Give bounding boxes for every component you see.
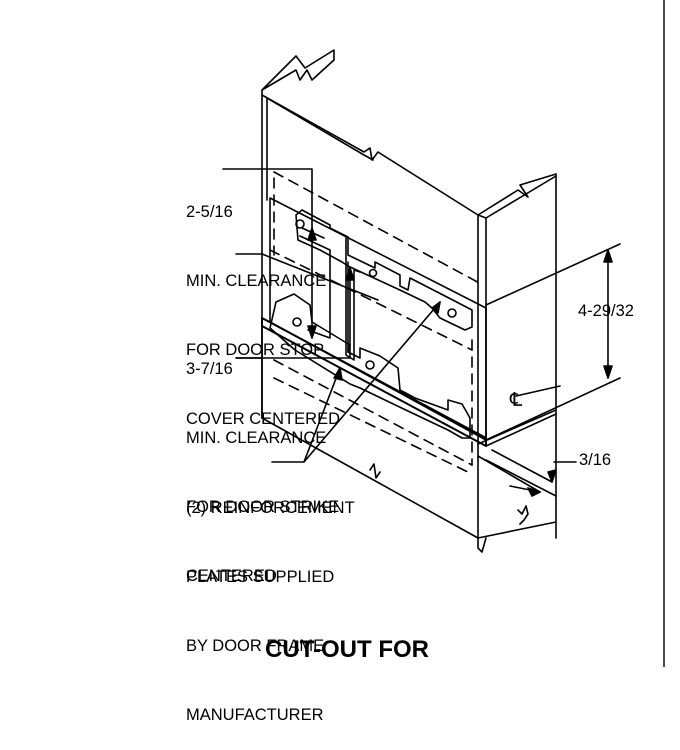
strike-clearance-line: MIN. CLEARANCE: [186, 429, 327, 447]
thickness-dimension: 3/16: [579, 451, 612, 469]
strike-clearance-line: FOR DOOR STRIKE: [186, 498, 340, 516]
stop-clearance-bracket: [299, 235, 331, 339]
reinforcement-line: PLATES SUPPLIED: [186, 568, 335, 586]
height-dimension: 4-29/32: [578, 302, 634, 320]
strike-clearance-line: 3-7/16: [186, 360, 233, 378]
thickness-dim-line: [477, 449, 553, 493]
frame-cutout-drawing: [222, 0, 665, 667]
stop-clearance-line: 2-5/16: [186, 203, 233, 221]
stop-clearance-line: FOR DOOR STOP: [186, 341, 325, 359]
reinforcement-line: (2) REINFORCEMENT: [186, 499, 355, 517]
strike-clearance-label: 3-7/16 MIN. CLEARANCE FOR DOOR STRIKE CE…: [186, 312, 339, 611]
centerline-symbol: ℄: [510, 390, 523, 411]
leader-stop: [222, 168, 313, 339]
reinforcement-line: MANUFACTURER: [186, 706, 324, 724]
height-dim-line: [485, 243, 621, 441]
drawing-title: CUT-OUT FOR: [265, 636, 429, 663]
reinforcement-line: BY DOOR FRAME: [186, 637, 325, 655]
strike-clearance-line: CENTERED: [186, 567, 277, 585]
leader-reinforcement: [271, 301, 441, 463]
stop-clearance-line: COVER CENTERED: [186, 410, 341, 428]
strike-clearance-bracket: [345, 237, 361, 361]
leader-strike: [235, 267, 351, 359]
stop-clearance-line: MIN. CLEARANCE: [186, 272, 327, 290]
stop-clearance-label: 2-5/16 MIN. CLEARANCE FOR DOOR STOP COVE…: [186, 155, 340, 454]
frame-top-return: [261, 49, 335, 96]
reinforcement-label: (2) REINFORCEMENT PLATES SUPPLIED BY DOO…: [186, 451, 355, 750]
frame-outline: [262, 30, 335, 95]
